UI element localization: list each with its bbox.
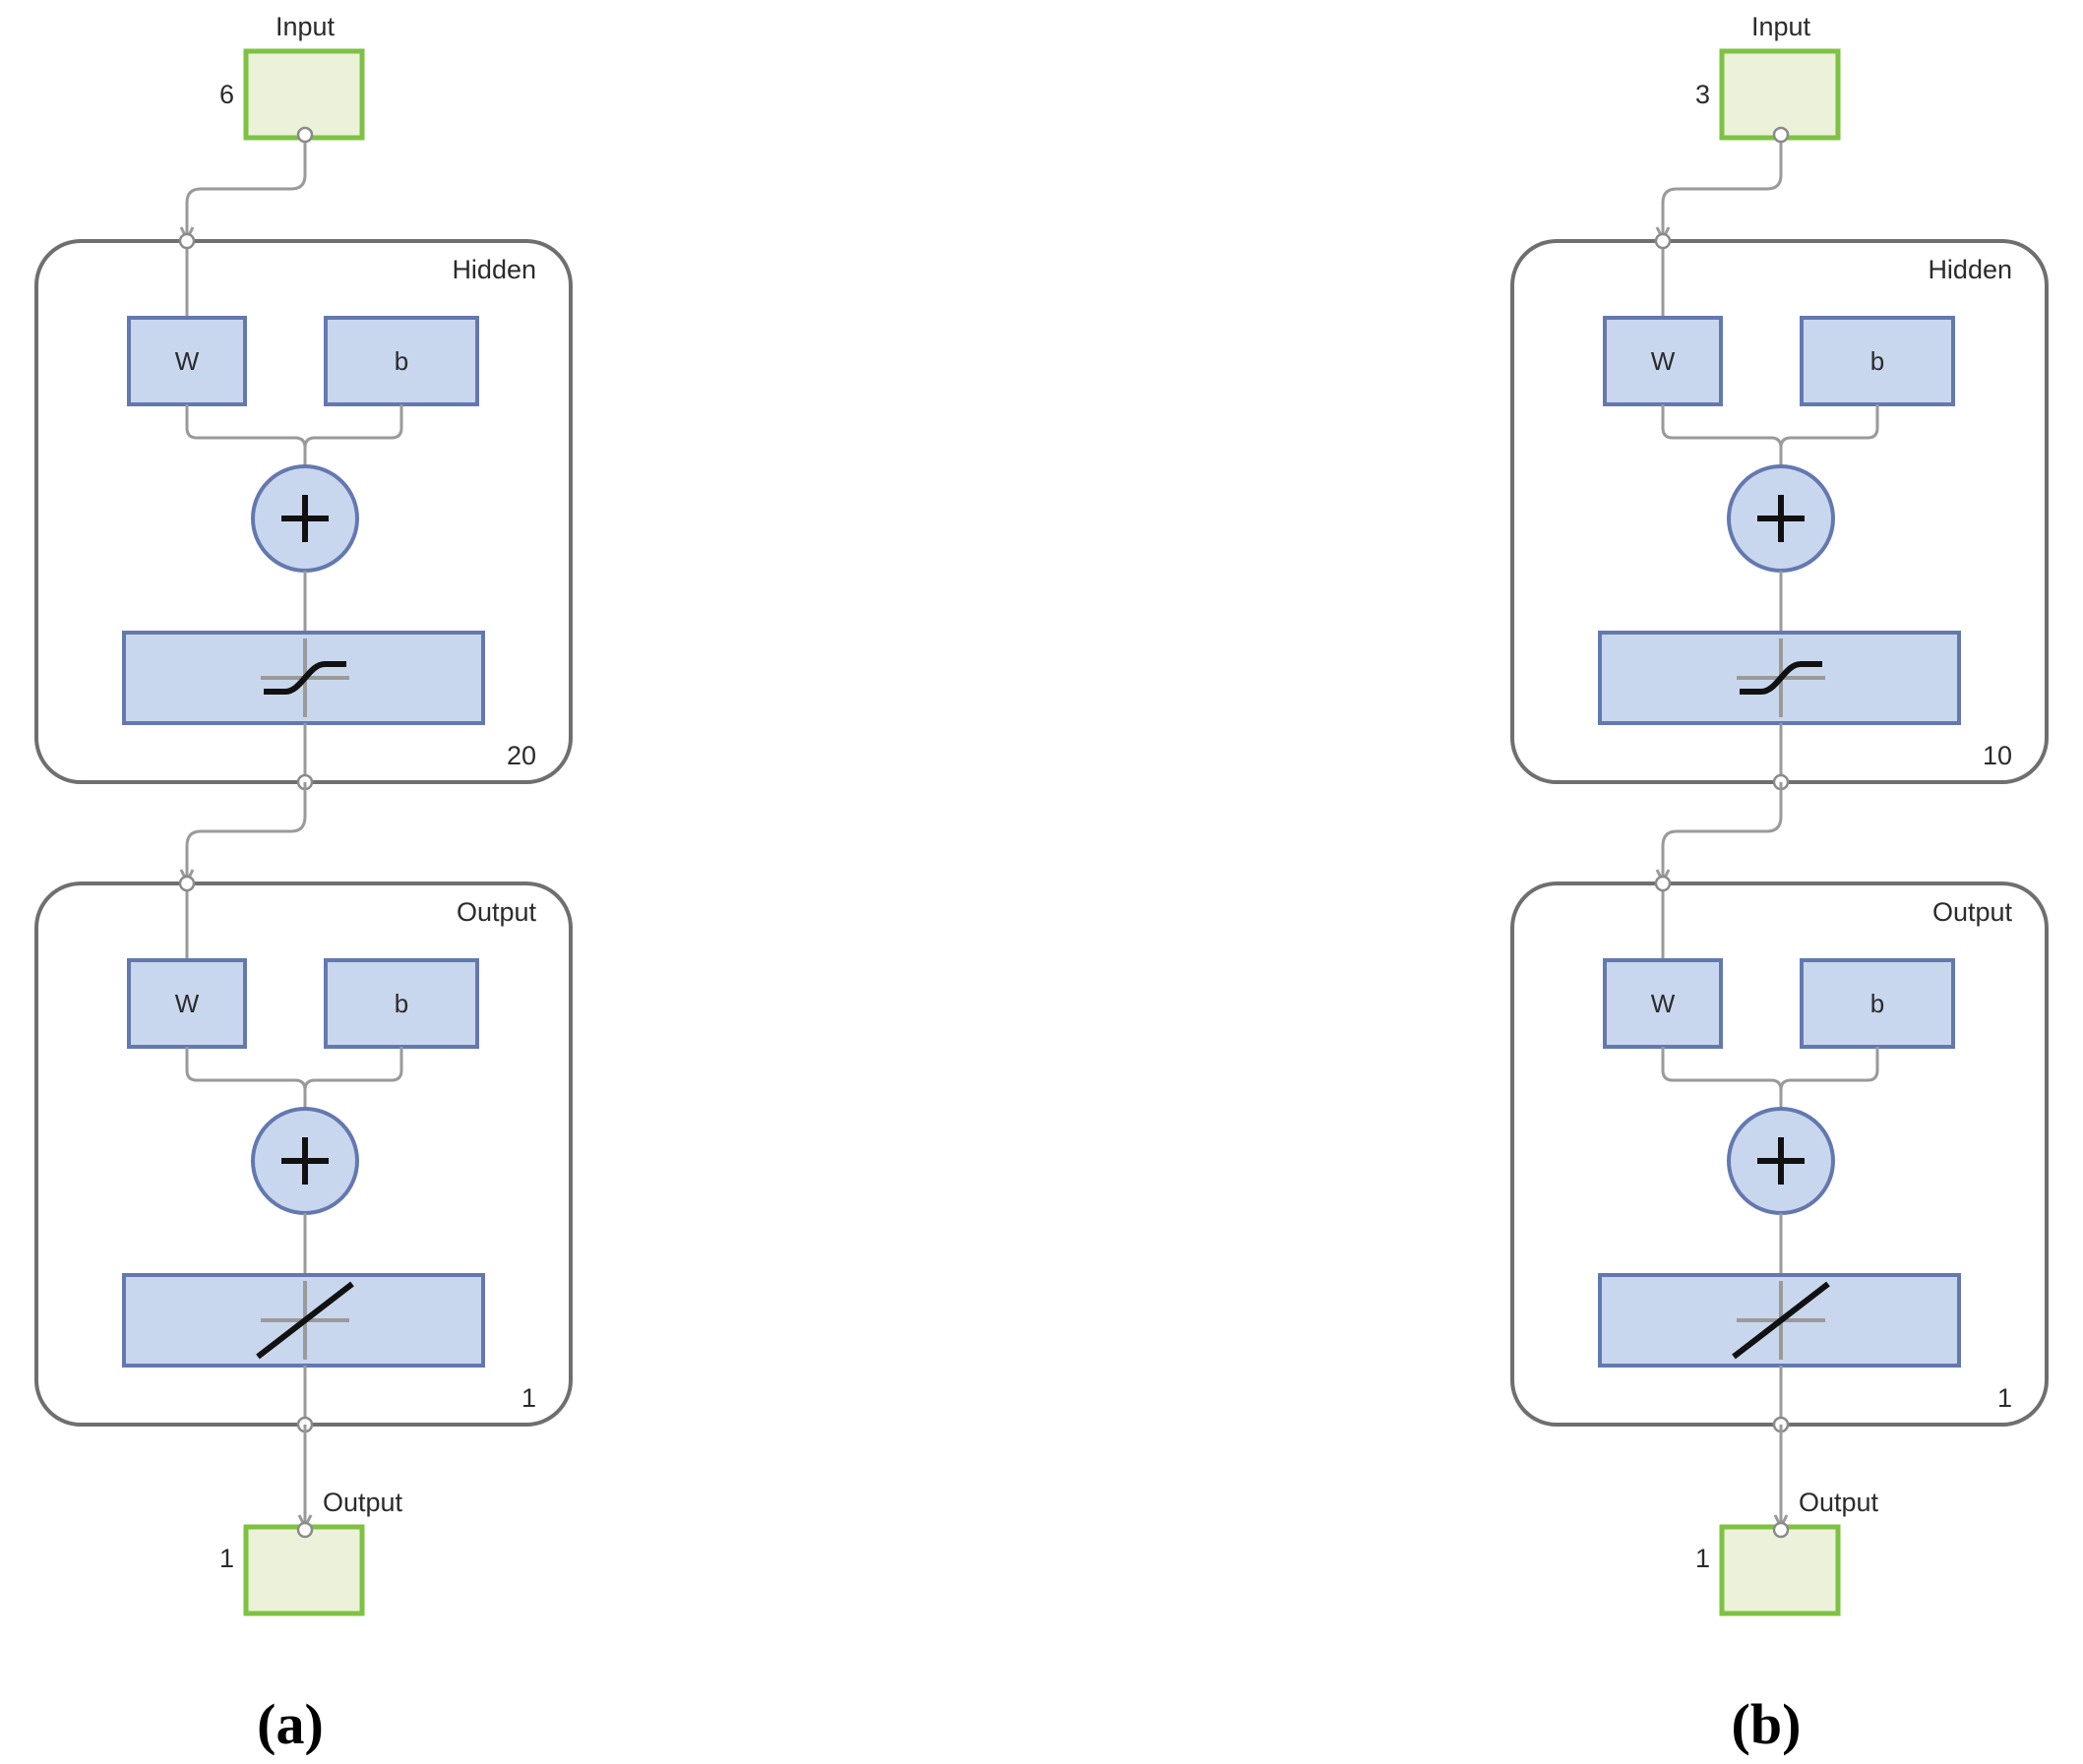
- input-port: [1654, 232, 1672, 250]
- layer-title: Hidden: [452, 255, 536, 284]
- output-port: [296, 126, 314, 144]
- output-label: Output: [323, 1488, 403, 1517]
- wire: [1661, 782, 1783, 882]
- plus-icon: [251, 464, 359, 573]
- layer-title: Hidden: [1928, 255, 2012, 284]
- output-size: 1: [1695, 1544, 1710, 1573]
- linear-icon: [1732, 1281, 1830, 1360]
- wire: [1779, 404, 1879, 449]
- plus-icon: [1727, 464, 1835, 573]
- input-port: [1654, 875, 1672, 892]
- panel-caption: (b): [1732, 1692, 1802, 1756]
- weight-label: W: [175, 989, 200, 1018]
- wire: [185, 138, 307, 240]
- input-port: [296, 1521, 314, 1539]
- bias-label: b: [1870, 989, 1884, 1018]
- input-node: [243, 48, 365, 141]
- bias-block: [1800, 316, 1955, 406]
- input-label: Input: [276, 12, 336, 41]
- sigmoid-icon: [261, 639, 349, 717]
- input-label: Input: [1751, 12, 1811, 41]
- sigmoid-icon: [1737, 639, 1825, 717]
- input-port: [178, 232, 196, 250]
- layer-size: 20: [507, 741, 536, 770]
- weight-label: W: [175, 346, 200, 376]
- weight-label: W: [1651, 346, 1676, 376]
- wire: [303, 1047, 403, 1091]
- input-size: 3: [1695, 80, 1710, 109]
- linear-icon: [256, 1281, 354, 1360]
- input-node: [1719, 48, 1841, 141]
- output-size: 1: [219, 1544, 234, 1573]
- wire: [303, 404, 403, 449]
- output-node: [243, 1524, 365, 1616]
- weight-block: [127, 958, 247, 1049]
- input-size: 6: [219, 80, 234, 109]
- plus-icon: [1727, 1107, 1835, 1215]
- weight-label: W: [1651, 989, 1676, 1018]
- layer-title: Output: [1932, 897, 2013, 927]
- layer-size: 1: [1997, 1383, 2012, 1413]
- plus-icon: [251, 1107, 359, 1215]
- panel-caption: (a): [257, 1692, 324, 1756]
- wire: [1779, 1047, 1879, 1091]
- output-label: Output: [1799, 1488, 1879, 1517]
- output-node: [1719, 1524, 1841, 1616]
- layer-size: 10: [1983, 741, 2012, 770]
- output-port: [1772, 126, 1790, 144]
- layer-size: 1: [521, 1383, 536, 1413]
- weight-block: [127, 316, 247, 406]
- bias-label: b: [395, 989, 408, 1018]
- wire: [185, 782, 307, 882]
- input-port: [1772, 1521, 1790, 1539]
- bias-label: b: [395, 346, 408, 376]
- layer-title: Output: [457, 897, 537, 927]
- input-port: [178, 875, 196, 892]
- wire: [1661, 138, 1783, 240]
- bias-label: b: [1870, 346, 1884, 376]
- weight-block: [1603, 316, 1723, 406]
